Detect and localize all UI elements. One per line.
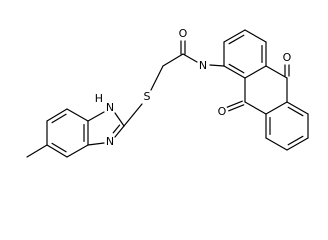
bond [87, 142, 105, 146]
bond [87, 111, 105, 122]
bond-double [287, 106, 304, 117]
bond [150, 65, 164, 91]
bond-double [51, 142, 67, 153]
bond [265, 137, 288, 151]
atom-s: S [144, 90, 151, 103]
bond-double [112, 124, 121, 134]
bond [114, 112, 125, 127]
bond [209, 64, 225, 67]
bond-methyl [26, 144, 48, 158]
atom-h-imidazole: H [95, 92, 103, 105]
bond [286, 137, 309, 151]
bond-double [228, 63, 245, 74]
bond-double [51, 113, 67, 124]
atom-o-amide: O [179, 27, 188, 40]
bond-ketone-bottom [228, 104, 245, 112]
bond [123, 103, 143, 127]
atom-n-imidazole: N [106, 135, 114, 148]
bond [244, 29, 267, 43]
bond [162, 53, 184, 67]
atom-o-ketone-bottom: O [218, 105, 227, 118]
bond [265, 101, 288, 115]
bond [244, 101, 267, 115]
bond-double [287, 135, 304, 146]
bond [46, 108, 68, 122]
atom-n-imidazole: N [106, 101, 114, 114]
bond [182, 53, 198, 63]
bond [114, 125, 125, 138]
bond [46, 144, 68, 158]
bond [265, 65, 288, 79]
bond [223, 29, 246, 43]
bond-double [228, 34, 245, 45]
bond-ketone-bottom [226, 100, 243, 108]
bond [244, 65, 267, 79]
bond [66, 108, 89, 122]
atom-o-ketone-top: O [283, 51, 292, 64]
bond [286, 101, 309, 115]
atom-n-amide: N [199, 59, 207, 72]
bond [66, 144, 89, 158]
bond [223, 65, 246, 79]
